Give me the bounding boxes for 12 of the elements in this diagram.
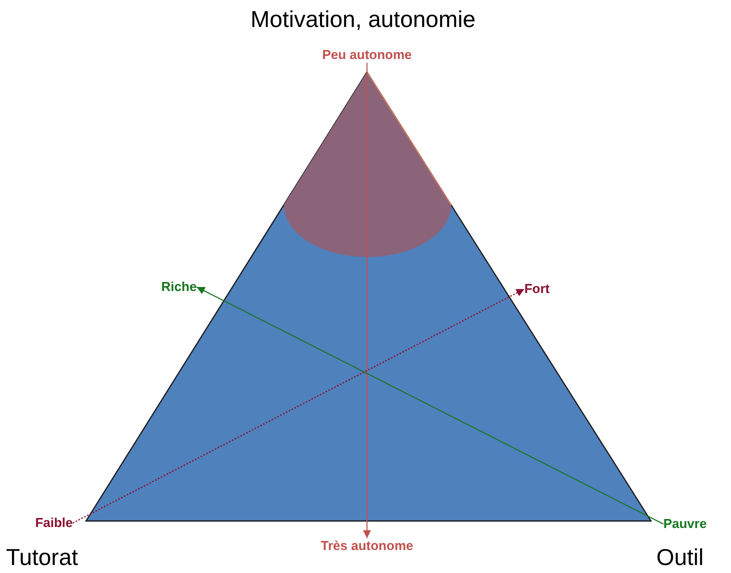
axis-end-label: Faible (35, 515, 73, 531)
axis-end-label: Riche (161, 279, 197, 295)
arrow (72, 288, 525, 524)
axis-end-label: Fort (524, 281, 550, 297)
arrow (196, 286, 664, 524)
axis-end-label: Très autonome (320, 538, 414, 554)
vertex-label: Motivation, autonomie (250, 6, 476, 34)
vertex-label: Tutorat (6, 544, 78, 572)
arrow (363, 62, 371, 539)
vertex-label: Outil (656, 544, 704, 572)
axis-end-label: Peu autonome (322, 47, 412, 63)
axis-end-label: Pauvre (663, 516, 707, 532)
